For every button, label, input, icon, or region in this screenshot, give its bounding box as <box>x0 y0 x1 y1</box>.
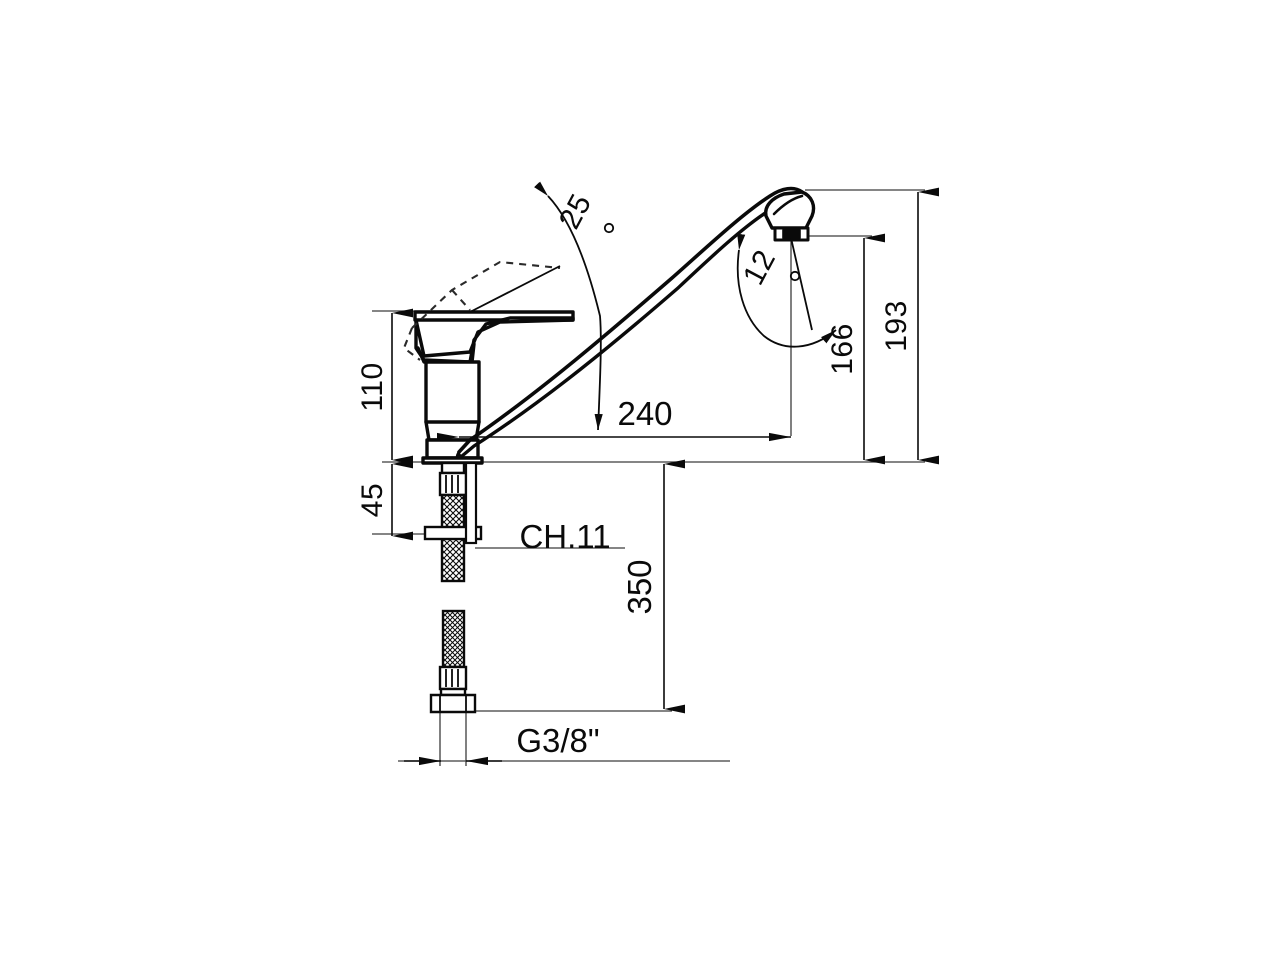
dimension-label-g38: G3/8" <box>516 722 599 759</box>
spout-tail-tip <box>455 450 464 459</box>
shank-lock-nut <box>438 471 468 497</box>
inlet-pipe <box>464 461 478 545</box>
dimension-110: 110 <box>356 308 413 465</box>
shank-collar <box>440 461 466 475</box>
ghost-lever-link <box>451 289 471 311</box>
angle-25-arc <box>534 181 603 431</box>
angle-25: 25 <box>469 181 615 431</box>
dimension-label-166: 166 <box>826 323 859 375</box>
ghost-lever-upper <box>411 260 561 329</box>
dimension-240: 240 <box>437 395 791 442</box>
callout-ch11: CH.11 <box>519 518 610 555</box>
dimension-166: 166 <box>826 233 885 465</box>
dimension-g38: G3/8" <box>404 722 600 766</box>
shank-nut-ribs <box>445 475 459 493</box>
aerator-screen <box>782 229 801 239</box>
angle-25-leg-raised <box>469 265 561 313</box>
angle-12-label: 12 <box>737 245 782 291</box>
degree-symbol-icon-12 <box>789 270 801 282</box>
dimension-label-110: 110 <box>356 362 389 411</box>
dimension-label-240: 240 <box>617 395 672 432</box>
dimension-45: 45 <box>356 459 413 541</box>
dimension-350: 350 <box>621 459 685 714</box>
spout-head <box>764 190 816 230</box>
dimension-label-193: 193 <box>880 300 913 352</box>
cartridge-housing <box>424 360 481 442</box>
spout-head-crease <box>772 194 804 216</box>
base-gasket <box>421 456 484 465</box>
mounting-shank-assembly <box>423 461 483 583</box>
dimension-label-45: 45 <box>356 483 389 517</box>
lever-handle <box>414 316 575 364</box>
dimension-193: 193 <box>880 187 939 465</box>
hose-ferrule-ribs <box>445 669 459 687</box>
hose-ferrule <box>438 665 468 691</box>
hose-connector-assembly <box>429 609 477 714</box>
degree-symbol-icon-25 <box>603 222 615 234</box>
angle-12: 12 <box>736 233 837 348</box>
angle-12-leg-tilted <box>790 237 813 331</box>
lever-raised-ghost <box>402 260 561 361</box>
hose-hex-nut <box>429 693 477 714</box>
angle-12-arc <box>736 233 837 348</box>
angle-25-label: 25 <box>553 189 598 235</box>
hose-braid <box>441 609 466 669</box>
dimension-label-350: 350 <box>621 559 658 614</box>
callout-label-ch11: CH.11 <box>519 518 610 555</box>
